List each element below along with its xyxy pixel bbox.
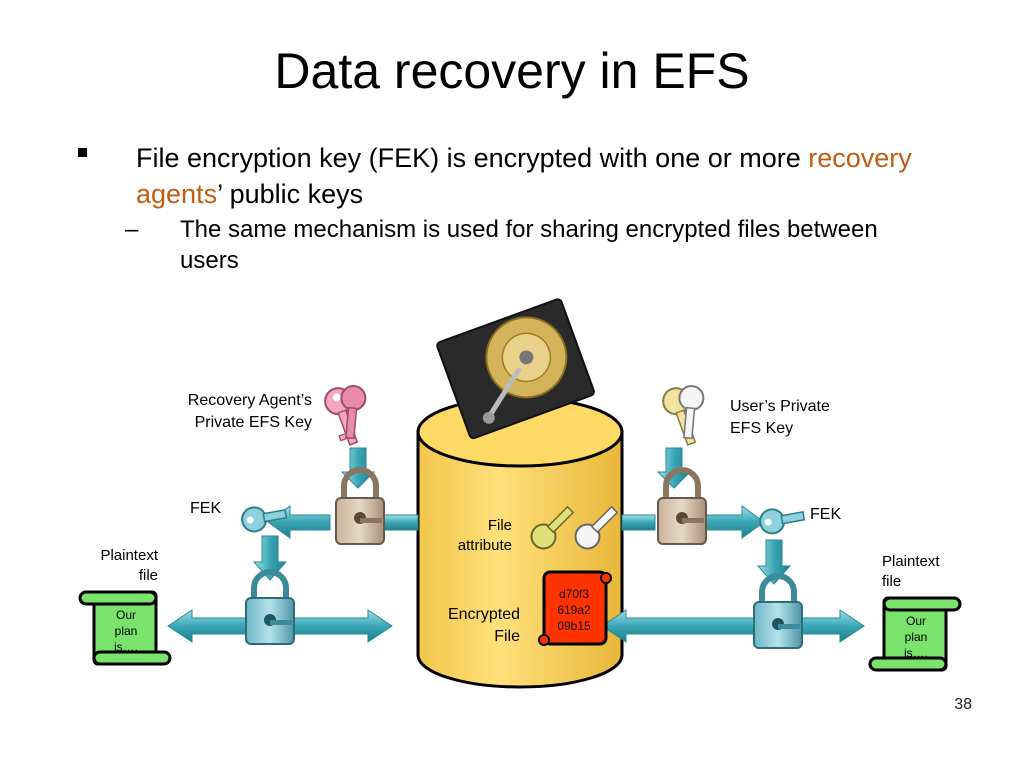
bullet-square bbox=[78, 148, 87, 157]
plaintext-left-content: Our plan is…. bbox=[114, 608, 138, 654]
bullet-1-text-after: ’ public keys bbox=[217, 179, 364, 209]
arrow-cylinder-to-lock-right bbox=[621, 514, 656, 531]
lock-user-icon bbox=[657, 467, 707, 545]
plaintext-right-label: Plaintext file bbox=[882, 553, 940, 590]
user-key-icon bbox=[662, 385, 705, 446]
fek-key-left-icon bbox=[241, 506, 288, 533]
recovery-agent-key-label: Recovery Agent’s Private EFS Key bbox=[187, 392, 312, 431]
recovery-agent-key-icon bbox=[324, 385, 367, 446]
lock-recovery-icon bbox=[335, 467, 385, 545]
hard-disk-icon bbox=[436, 298, 595, 440]
arrow-lock-to-fek-right bbox=[701, 505, 765, 539]
file-attribute-keys-icon bbox=[530, 505, 619, 550]
user-key-label: User’s Private EFS Key bbox=[730, 398, 830, 437]
file-attribute-label: File attribute bbox=[457, 517, 512, 554]
plaintext-scroll-left bbox=[78, 590, 172, 666]
plaintext-scroll-right bbox=[868, 596, 962, 672]
fek-left-label: FEK bbox=[190, 500, 222, 517]
arrow-cylinder-to-lock-left bbox=[383, 514, 419, 531]
bullet-dash: – bbox=[125, 216, 139, 243]
encrypted-hex-text: d70f3 619a2 09b15 bbox=[557, 587, 591, 633]
page-number: 38 bbox=[954, 696, 972, 713]
lock-fek-left-icon bbox=[245, 569, 295, 645]
plaintext-left-label: Plaintext file bbox=[100, 547, 158, 584]
slide-title: Data recovery in EFS bbox=[274, 43, 750, 99]
arrow-right-bidirectional bbox=[601, 609, 865, 643]
plaintext-right-content: Our plan is…. bbox=[904, 614, 928, 660]
bullet-1-text-before: File encryption key (FEK) is encrypted w… bbox=[136, 143, 809, 173]
encrypted-file-label: Encrypted File bbox=[447, 606, 520, 645]
bullet-2-text: The same mechanism is used for sharing e… bbox=[180, 216, 878, 274]
fek-right-label: FEK bbox=[810, 506, 842, 523]
fek-key-right-icon bbox=[759, 508, 806, 535]
lock-fek-right-icon bbox=[753, 573, 803, 649]
recovery-agents-highlight: recovery agents bbox=[136, 143, 912, 209]
encrypted-data-scroll bbox=[538, 570, 612, 646]
